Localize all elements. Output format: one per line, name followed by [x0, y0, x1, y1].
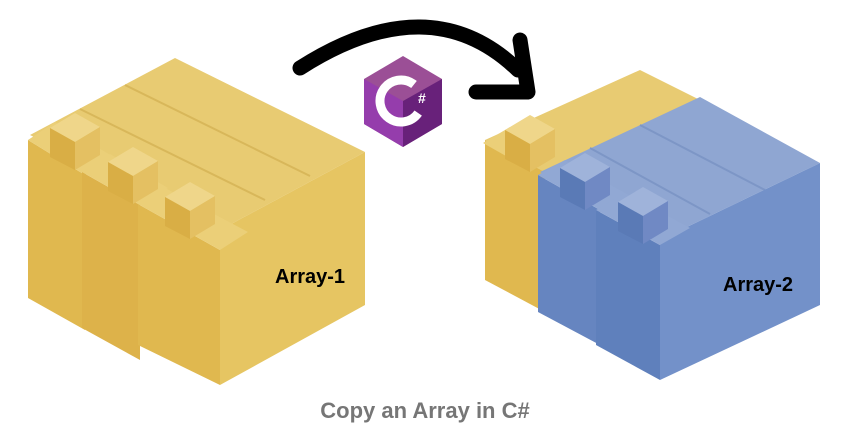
array-2-label: Array-2	[723, 274, 793, 296]
csharp-logo-icon: C# #	[364, 56, 442, 147]
array-1-slab-1	[28, 140, 85, 330]
diagram-caption: Copy an Array in C#	[320, 398, 530, 423]
array-1-label: Array-1	[275, 266, 345, 288]
array-2-yellow-notch	[505, 115, 555, 172]
copy-arrow	[292, 19, 536, 100]
svg-text:#: #	[418, 90, 426, 106]
array-2-blue-slab-1	[538, 175, 600, 345]
array-1-notch-3	[165, 182, 215, 239]
array-1-top	[30, 58, 365, 230]
array-2-blue-notch-1	[560, 153, 610, 210]
array-1-slab-3	[138, 204, 220, 385]
array-2-blue-slab-2	[596, 210, 660, 380]
array-2-yellow-side	[485, 140, 545, 312]
array-2-blue-notch-2	[618, 187, 668, 244]
array-1-block: Array-1	[28, 58, 365, 385]
array-1-right-face	[220, 152, 365, 385]
array-1-slab-2	[82, 172, 140, 360]
array-1-notch-2	[108, 147, 158, 204]
array-2-blue-right-face	[660, 163, 820, 380]
array-2-block: Array-2	[483, 70, 820, 380]
array-1-notch-1	[50, 113, 100, 170]
